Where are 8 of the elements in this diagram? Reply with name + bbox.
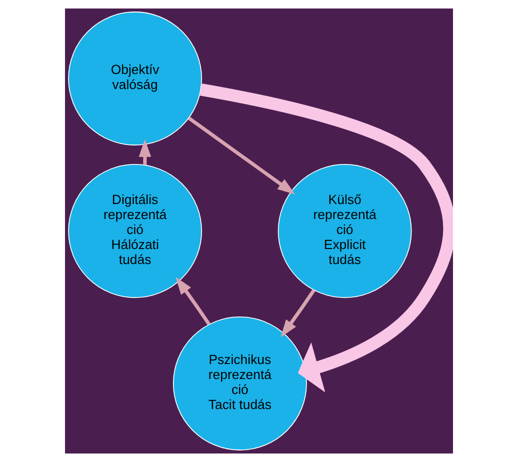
arrow: [175, 276, 210, 326]
arrow: [187, 116, 295, 194]
node-circle: Digitális reprezentá ció Hálózati tudás: [68, 164, 202, 298]
node-circle: Pszichikus reprezentá ció Tacit tudás: [172, 316, 306, 450]
arrow: [280, 289, 315, 338]
arrow: [138, 139, 151, 166]
node-circle: Objektív valóság: [68, 12, 202, 146]
arrow: [199, 83, 452, 392]
